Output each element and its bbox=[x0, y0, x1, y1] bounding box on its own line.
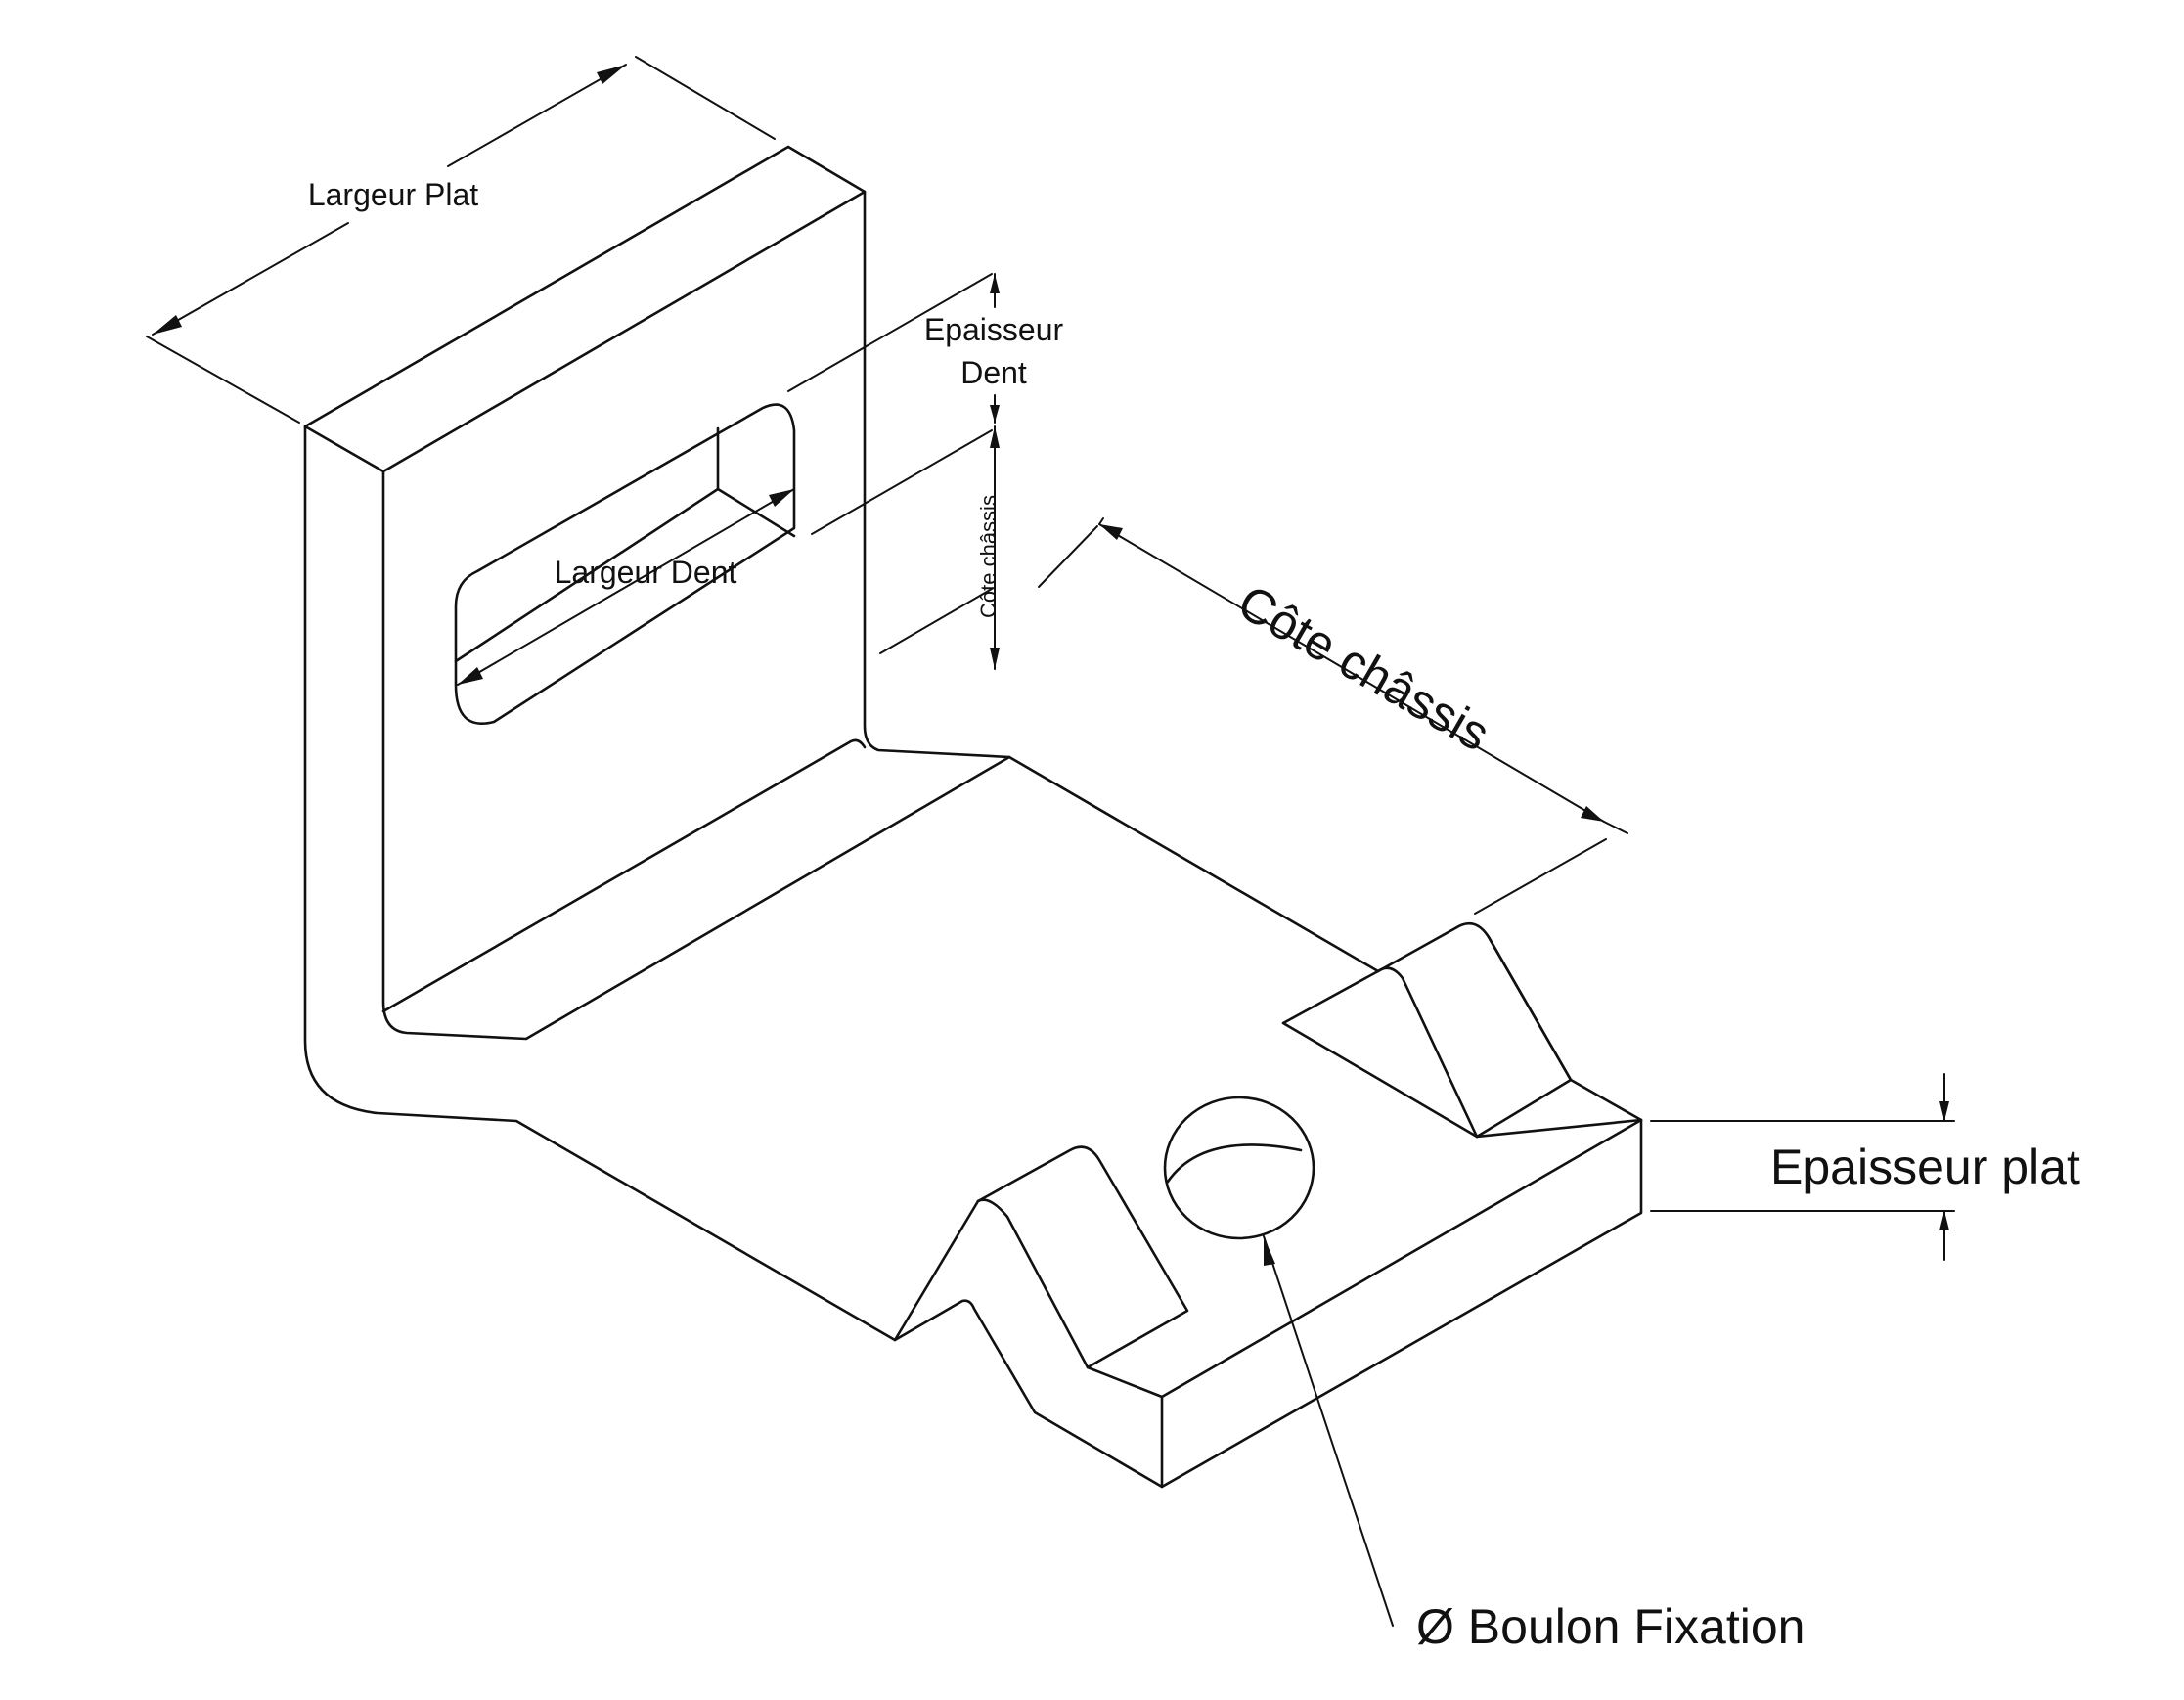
base-front-face bbox=[1160, 1118, 1643, 1489]
dim-cote-chassis-large: Côte châssis bbox=[1038, 517, 1628, 915]
dim-largeur-plat: Largeur Plat bbox=[146, 56, 776, 424]
bend-inner-line bbox=[381, 738, 867, 1013]
bolt-hole-inner-edge bbox=[1166, 1143, 1303, 1184]
bracket-part bbox=[303, 145, 1643, 1489]
plate-left-side bbox=[303, 425, 1164, 1489]
slot-inner-edge bbox=[716, 426, 796, 538]
label-largeur-plat: Largeur Plat bbox=[308, 177, 478, 212]
label-epaisseur-plat: Epaisseur plat bbox=[1770, 1140, 2080, 1194]
label-epaisseur-dent-1: Epaisseur bbox=[924, 312, 1064, 347]
dim-epaisseur-dent: Epaisseur Dent bbox=[787, 273, 1064, 424]
label-epaisseur-dent-2: Dent bbox=[960, 355, 1027, 390]
label-cote-chassis-large: Côte châssis bbox=[1229, 574, 1499, 762]
label-cote-chassis-small: Côte châssis bbox=[976, 495, 1001, 618]
slot-floor-edge bbox=[454, 487, 720, 663]
dim-cote-chassis-small: Côte châssis bbox=[811, 425, 1001, 670]
label-largeur-dent: Largeur Dent bbox=[555, 555, 737, 590]
right-tooth bbox=[1281, 921, 1643, 1139]
slot-outline bbox=[454, 403, 796, 725]
left-tooth bbox=[976, 1145, 1189, 1399]
bolt-hole bbox=[1163, 1096, 1315, 1240]
left-tooth-body bbox=[893, 1199, 980, 1342]
right-tooth-side bbox=[1475, 935, 1573, 1139]
dim-epaisseur-plat: Epaisseur plat bbox=[1650, 1073, 2080, 1261]
dim-largeur-dent: Largeur Dent bbox=[457, 488, 795, 686]
leader-boulon-fixation: Ø Boulon Fixation bbox=[1263, 1235, 1805, 1654]
plate-front-face bbox=[381, 190, 1011, 1041]
label-boulon-fixation: Ø Boulon Fixation bbox=[1416, 1599, 1805, 1654]
right-tooth-ridge bbox=[1376, 966, 1479, 1139]
left-tooth-ridge bbox=[976, 1198, 1090, 1369]
base-right-edge bbox=[1007, 755, 1380, 973]
